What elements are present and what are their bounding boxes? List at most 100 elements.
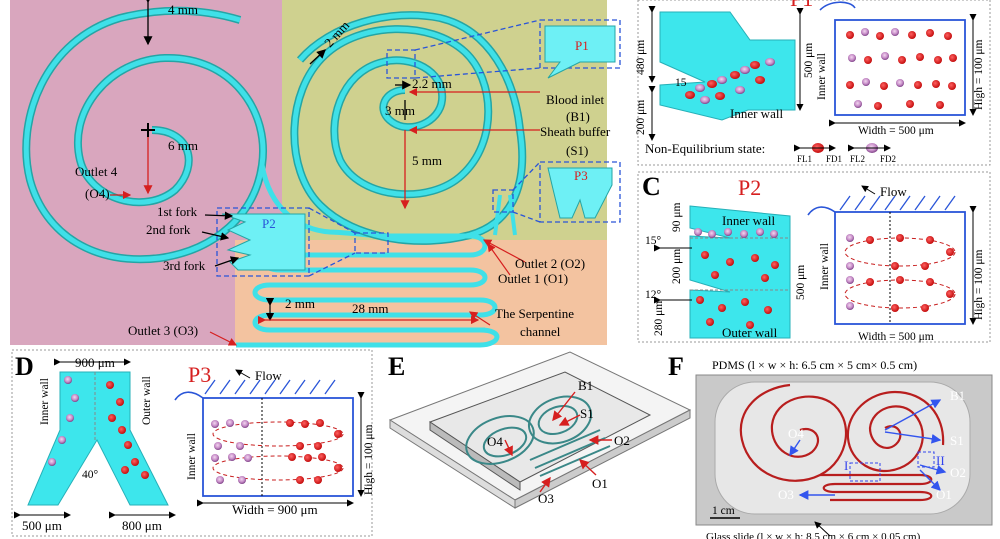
dim-4mm-label: 4 mm <box>168 2 198 17</box>
c-flow: Flow <box>880 184 907 199</box>
serpentine-arrow <box>468 311 491 326</box>
fork1-label: 1st fork <box>157 204 198 219</box>
d-dean-vortices <box>212 421 344 481</box>
d-width: Width = 900 μm <box>232 502 318 517</box>
dim-2mm-arrow <box>309 49 326 65</box>
p3-label: P3 <box>574 168 588 183</box>
b-inner-wall-v: Inner wall <box>816 53 828 100</box>
p1-channel-shape <box>659 11 796 121</box>
dim-28mm-label: 28 mm <box>352 301 388 316</box>
panel-a-chip-design: 4 mm 2 mm 2.2 mm 3 mm 6 mm 5 mm Outlet 4… <box>10 0 621 348</box>
panel-b-title: P1 <box>790 0 813 11</box>
d-high: High = 100 μm <box>363 424 375 495</box>
center-cross-icon <box>141 123 155 137</box>
f-arrows <box>789 399 947 500</box>
e-s1: S1 <box>580 406 594 421</box>
inlet-spiral-channel <box>290 11 527 245</box>
f-o2: O2 <box>950 465 966 480</box>
c-d500: 500 μm <box>795 265 807 300</box>
c-high: High = 100 μm <box>973 249 985 320</box>
c-a12: 12° <box>645 289 662 301</box>
c-inner-wall: Inner wall <box>722 213 775 228</box>
d-angle: 40° <box>82 469 99 481</box>
outlet3-label: Outlet 3 (O3) <box>128 323 198 338</box>
c-cross-section <box>834 211 966 325</box>
p1-label: P1 <box>575 38 589 53</box>
c-inner-v: Inner wall <box>819 243 831 290</box>
panel-c-title: P2 <box>738 175 761 200</box>
f-glass: Glass slide (l × w × h: 8.5 cm × 6 cm × … <box>706 531 921 539</box>
fork1-arrow <box>204 211 234 220</box>
c-cells <box>694 228 779 329</box>
panel-e-3d-chip: E B1 S1 O2 O4 O1 O3 <box>388 351 692 509</box>
dim-22mm-label: 2.2 mm <box>412 76 452 91</box>
b-width: Width = 500 μm <box>858 125 934 137</box>
fork2-label: 2nd fork <box>146 222 191 237</box>
outlet4-label: Outlet 4 <box>75 164 118 179</box>
e-o3: O3 <box>538 491 554 506</box>
panel-f-letter: F <box>668 352 684 381</box>
outlet4-spiral-inner <box>23 8 266 262</box>
b-fl2: FL2 <box>850 154 865 164</box>
e-o4: O4 <box>487 434 503 449</box>
p3-insert <box>547 167 613 219</box>
b-fd2: FD2 <box>880 154 896 164</box>
b-angle: 15 <box>675 77 687 89</box>
f-i: I <box>844 458 848 473</box>
panel-f-photo: F PDMS (l × w × h: 6.5 cm × 5 cm× 0.5 cm… <box>668 352 993 539</box>
c-a15: 15° <box>645 235 662 247</box>
b-high: High = 100 μm <box>973 39 985 110</box>
serpentine-channel <box>236 233 500 348</box>
panel-e-letter: E <box>388 352 405 381</box>
outlet1-arrow <box>487 243 511 276</box>
sheath-label: Sheath buffer <box>540 124 611 139</box>
c-outer-wall: Outer wall <box>722 325 778 340</box>
b-cells <box>685 58 775 104</box>
f-zoom-boxes <box>849 451 935 482</box>
zoom-boxes <box>216 19 621 277</box>
b-cross-cells <box>846 28 957 110</box>
d-d800: 800 μm <box>122 518 162 533</box>
f-o3: O3 <box>778 487 794 502</box>
dim-2mm-b-label: 2 mm <box>285 296 315 311</box>
f-ii: II <box>936 453 945 468</box>
f-pdms: PDMS (l × w × h: 6.5 cm × 5 cm× 0.5 cm) <box>712 358 917 372</box>
b-d200: 200 μm <box>635 100 647 135</box>
panel-d-p3: D P3 900 μm Inner wall Outer wall 40° 50… <box>11 349 375 537</box>
outlet1-label: Outlet 1 (O1) <box>498 271 568 286</box>
d-cells <box>48 376 149 479</box>
c-d280: 280 μm <box>653 301 665 336</box>
e-b1: B1 <box>578 378 593 393</box>
dim-3mm-label: 3 mm <box>385 103 415 118</box>
p2-channel-shape <box>689 205 791 339</box>
panel-c-letter: C <box>642 172 661 201</box>
f-s1: S1 <box>950 433 964 448</box>
b-d500: 500 μm <box>803 43 815 78</box>
panel-b-p1: P1 480 μm 200 μm 500 μm 15 Inner wall In… <box>635 0 991 166</box>
f-o1: O1 <box>936 487 952 502</box>
serpentine-label-2: channel <box>520 324 561 339</box>
d-d900: 900 μm <box>75 355 115 370</box>
f-channels <box>739 383 945 502</box>
p2-label: P2 <box>262 216 276 231</box>
p1-insert <box>544 25 616 79</box>
e-o1: O1 <box>592 476 608 491</box>
c-d90: 90 μm <box>671 202 683 232</box>
f-b1: B1 <box>950 388 965 403</box>
d-flow: Flow <box>255 368 282 383</box>
dim-5mm-label: 5 mm <box>412 153 442 168</box>
d-hatching <box>204 379 336 395</box>
fork2-arrow <box>201 231 230 241</box>
b-state: Non-Equilibrium state: <box>645 141 765 156</box>
blood-inlet-code: (B1) <box>566 109 590 124</box>
d-cross-cells <box>211 419 342 484</box>
d-inner-wall: Inner wall <box>39 378 51 425</box>
e-o2: O2 <box>614 433 630 448</box>
b-cross-section <box>834 19 966 116</box>
b-d480: 480 μm <box>635 40 647 75</box>
d-inner-v: Inner wall <box>186 433 198 480</box>
c-hatching <box>839 195 956 211</box>
d-outer-wall: Outer wall <box>141 376 153 425</box>
serpentine-label-1: The Serpentine <box>495 306 574 321</box>
